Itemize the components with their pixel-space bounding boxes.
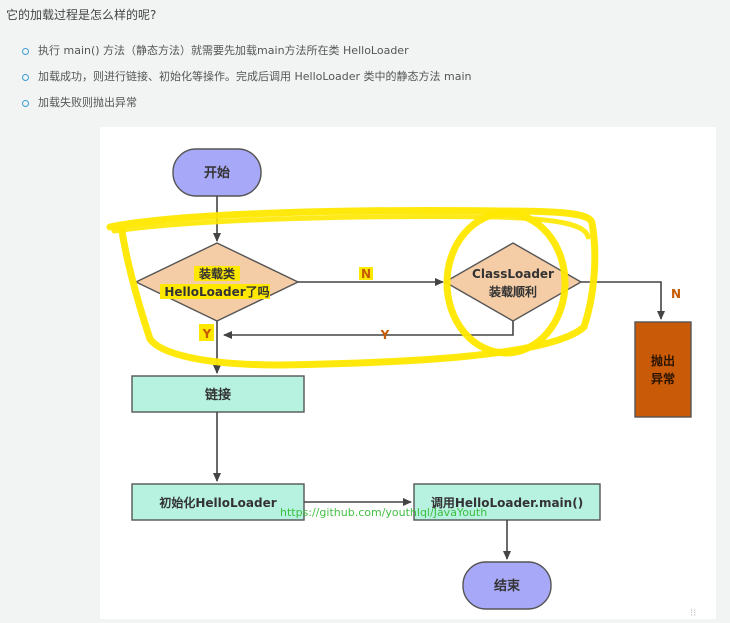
y-label-second: Y	[380, 328, 390, 342]
bullet-list: 执行 main() 方法（静态方法）就需要先加载main方法所在类 HelloL…	[22, 38, 472, 116]
init-node	[131, 483, 305, 521]
list-item: 加载成功，则进行链接、初始化等操作。完成后调用 HelloLoader 类中的静…	[22, 64, 472, 90]
throw-exception-label-line2: 异常	[651, 371, 675, 386]
highlight-scribble-outer	[106, 207, 599, 369]
list-item-text: 执行 main() 方法（静态方法）就需要先加载main方法所在类 HelloL…	[38, 44, 409, 57]
bullet-icon	[22, 74, 29, 81]
list-item-text: 加载成功，则进行链接、初始化等操作。完成后调用 HelloLoader 类中的静…	[38, 70, 472, 83]
list-item: 执行 main() 方法（静态方法）就需要先加载main方法所在类 HelloL…	[22, 38, 472, 64]
arrow-classloader-back	[223, 321, 514, 339]
throw-exception-node	[634, 321, 692, 418]
highlight-circle-classloader	[443, 209, 569, 357]
highlight-scribble-outer-2	[111, 214, 591, 240]
watermark-text: https://github.com/youthlql/JavaYouth	[280, 506, 487, 519]
init-label: 初始化HelloLoader	[159, 495, 276, 510]
y-label-highlight	[199, 324, 214, 341]
end-node	[462, 561, 552, 610]
start-label: 开始	[204, 165, 230, 181]
n-label-second: N	[671, 287, 681, 301]
load-decision-label-line1: 装载类	[198, 266, 236, 281]
link-node	[131, 375, 305, 413]
list-item: 加载失败则抛出异常	[22, 90, 472, 116]
call-main-node	[413, 483, 601, 521]
n-label-highlight	[359, 267, 373, 280]
end-label: 结束	[494, 578, 521, 594]
load-decision-highlight	[160, 284, 270, 299]
load-decision-node	[134, 242, 300, 322]
question-text: 它的加载过程是怎么样的呢?	[6, 8, 157, 22]
flowchart-svg: 开始 装载类 HelloLoader了吗 N ClassLoader 装载顺利 …	[106, 148, 696, 619]
y-label-first: Y	[202, 327, 212, 341]
bullet-icon	[22, 100, 29, 107]
throw-exception-label-line1: 抛出	[651, 353, 675, 368]
link-label: 链接	[204, 387, 231, 403]
corner-mark: ⁝⁝	[690, 608, 696, 619]
load-decision-label-line2: HelloLoader了吗	[164, 285, 269, 299]
classloader-decision-label-line2: 装载顺利	[488, 284, 537, 299]
flowchart-figure: 开始 装载类 HelloLoader了吗 N ClassLoader 装载顺利 …	[100, 127, 716, 619]
n-label-first: N	[361, 267, 371, 281]
classloader-decision-label-line1: ClassLoader	[472, 267, 554, 281]
call-main-label: 调用HelloLoader.main()	[431, 496, 583, 510]
bullet-icon	[22, 48, 29, 55]
arrow-classloader-to-throw	[581, 281, 665, 320]
load-decision-highlight	[194, 266, 240, 281]
list-item-text: 加载失败则抛出异常	[38, 96, 137, 109]
